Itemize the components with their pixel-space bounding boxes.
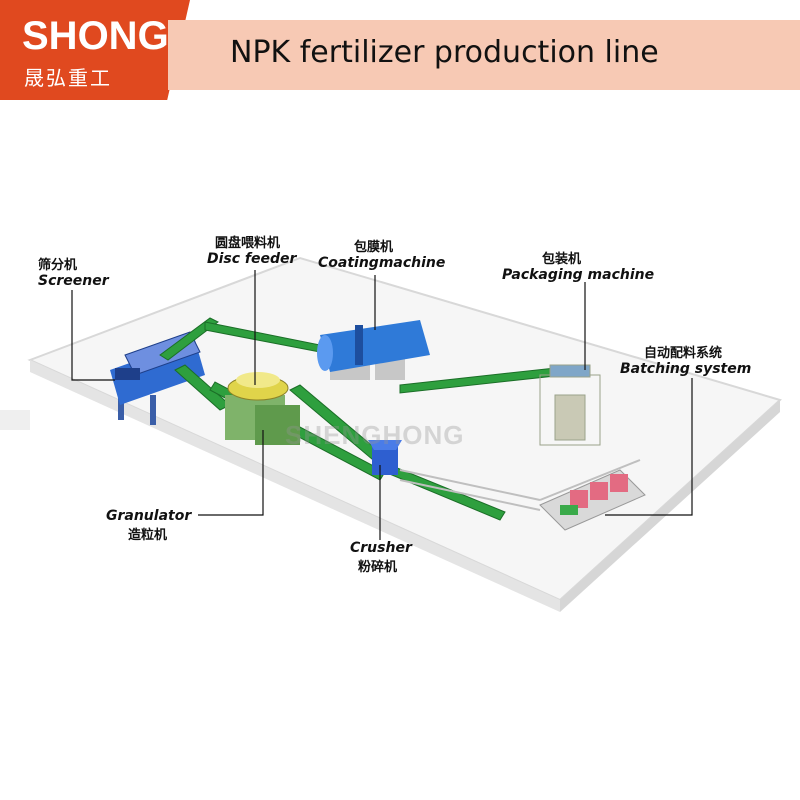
railing [399,459,641,511]
title-block [168,20,800,90]
leader-lines [71,270,693,540]
label-disc-feeder-en: Disc feeder [207,251,297,267]
label-disc-feeder-cn: 圆盘喂料机 [215,236,281,251]
crusher-machine [368,440,402,475]
label-crusher-cn: 粉碎机 [358,560,398,575]
header-banner: SHONG 晟弘重工 NPK fertilizer production lin… [0,0,800,100]
label-granulator: Granulator 造粒机 [106,508,191,543]
label-batching-en: Batching system [620,361,752,377]
label-coating-cn: 包膜机 [354,240,394,255]
watermark: SHENGHONG [285,420,465,450]
logo-text: SHONG [22,14,169,58]
brand-block: SHONG 晟弘重工 [0,0,190,100]
label-crusher: Crusher 粉碎机 [350,540,412,575]
logo-cn-text: 晟弘重工 [24,66,112,90]
label-batching: 自动配料系统 Batching system [620,342,751,377]
batching-system [539,469,646,531]
label-screener-en: Screener [38,273,109,289]
label-packaging-en: Packaging machine [502,267,655,283]
label-granulator-en: Granulator [106,508,192,524]
label-coating-en: Coatingmachine [318,255,446,271]
label-coating: 包膜机 Coatingmachine [318,236,445,271]
label-packaging: 包装机 Packaging machine [502,248,654,283]
label-screener-cn: 筛分机 [38,258,78,273]
label-packaging-cn: 包装机 [542,252,582,267]
page-title: NPK fertilizer production line [230,35,659,70]
packaging-machine [539,364,601,446]
label-crusher-en: Crusher [350,540,412,556]
label-batching-cn: 自动配料系统 [644,346,723,361]
label-disc-feeder: 圆盘喂料机 Disc feeder [207,232,296,267]
label-screener: 筛分机 Screener [38,254,109,289]
label-granulator-cn: 造粒机 [128,528,168,543]
coating-machine [317,320,430,380]
